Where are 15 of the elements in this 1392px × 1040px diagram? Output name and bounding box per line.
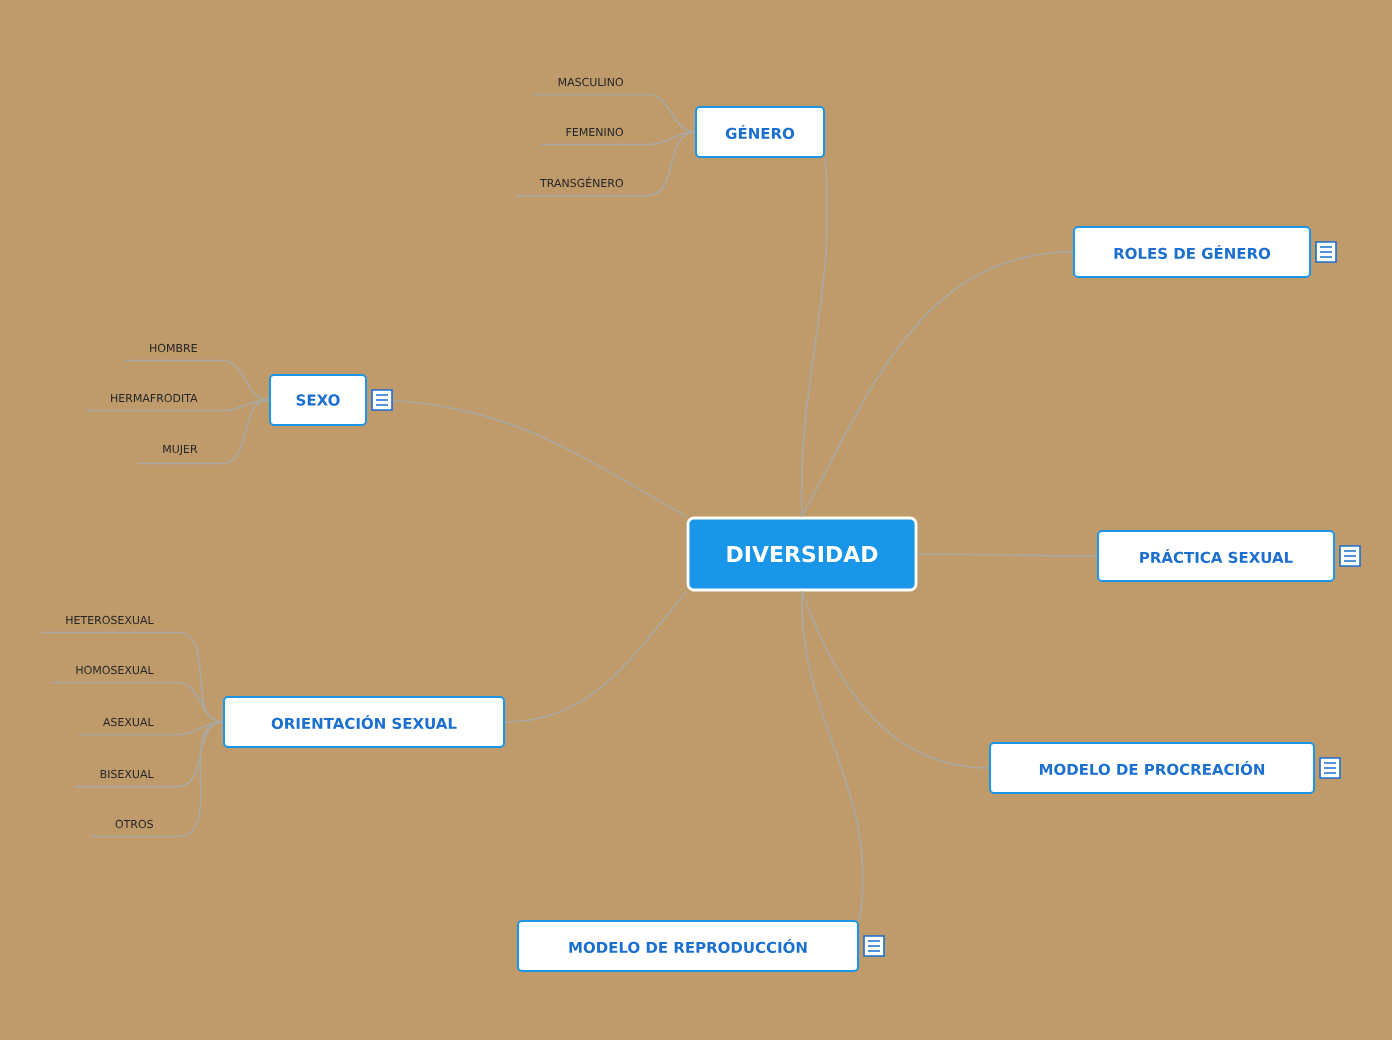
connector-line [504,590,688,723]
connector-line [137,399,270,465]
connector-line [801,251,1074,518]
connector-line [532,93,696,133]
connector-line [540,131,696,146]
connector-line [801,590,990,769]
central-topic-box: DIVERSIDAD [686,516,918,592]
connector-line [514,131,696,197]
connector-line [366,399,688,518]
connector-line [123,359,270,401]
connector-line [801,590,864,921]
connector-line [916,553,1098,557]
connector-line [89,721,224,838]
connector-line [50,681,224,723]
connector-line [800,157,828,518]
